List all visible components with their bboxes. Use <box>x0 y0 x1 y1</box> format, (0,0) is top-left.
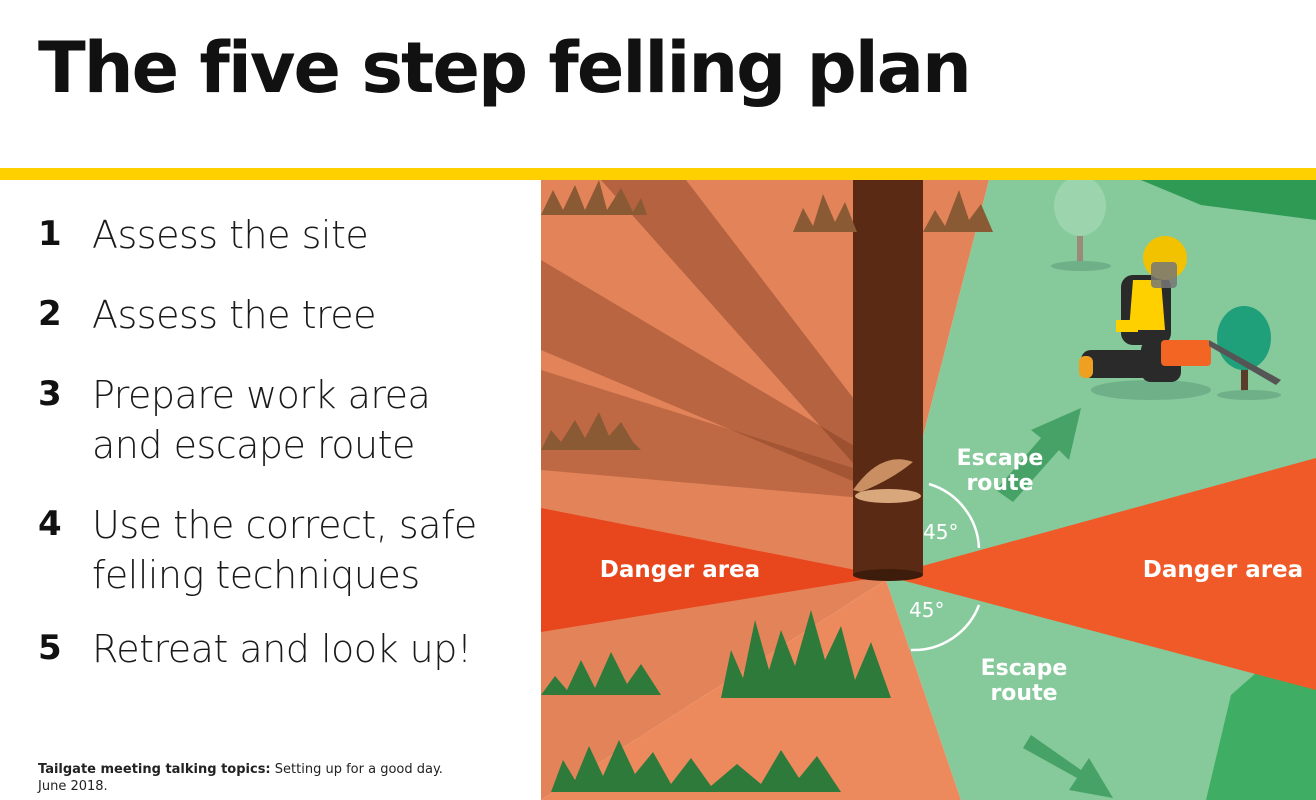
step-number: 3 <box>38 374 62 414</box>
footer-bold: Tailgate meeting talking topics: <box>38 762 271 777</box>
grass-tuft-1 <box>541 180 647 215</box>
tree-small-1-stem <box>1077 218 1083 266</box>
escape-route-upper-line2: route <box>966 471 1034 496</box>
danger-wedge-left <box>541 508 886 632</box>
escape-route-lower-label: Escape route <box>969 656 1079 706</box>
step-line: Assess the tree <box>92 293 377 337</box>
danger-area-right-label: Danger area <box>1142 557 1304 583</box>
step-text: Assess the site <box>92 210 369 260</box>
footer-date: June 2018. <box>38 779 108 794</box>
fall-shadow-2 <box>541 260 903 495</box>
step-number: 5 <box>38 628 62 668</box>
escape-arrow-upper <box>996 408 1081 502</box>
tree-trunk <box>853 180 923 575</box>
escape-route-upper-line1: Escape <box>956 446 1044 471</box>
danger-wedge-right <box>886 458 1316 690</box>
step-line: and escape route <box>92 423 415 467</box>
grass-tuft-6 <box>541 652 661 695</box>
grass-tuft-3 <box>923 190 993 232</box>
felling-scene-svg <box>541 180 1316 800</box>
tree-small-2-stem <box>1241 352 1248 396</box>
grass-tuft-4 <box>541 412 641 450</box>
tree-small-2-shadow <box>1217 390 1281 400</box>
step-text: Prepare work area and escape route <box>92 370 431 470</box>
footer-text: Setting up for a good day. <box>274 762 443 777</box>
step-line: Use the correct, safe <box>92 503 477 547</box>
step-text: Assess the tree <box>92 290 377 340</box>
angle-upper-label: 45° <box>923 520 959 544</box>
angle-arc-lower <box>910 604 981 652</box>
escape-arrow-lower <box>1023 735 1113 798</box>
angle-arc-upper <box>928 482 981 549</box>
footer-note: Tailgate meeting talking topics: Setting… <box>38 761 443 795</box>
dark-green-strip <box>1141 180 1316 220</box>
angle-lower-label: 45° <box>909 598 945 622</box>
step-number: 1 <box>38 214 62 254</box>
escape-zone-upper <box>886 180 1316 580</box>
danger-area-left-label: Danger area <box>599 557 761 583</box>
step-line: Retreat and look up! <box>92 627 472 671</box>
fall-shadow-3 <box>541 370 891 500</box>
grass-tuft-2 <box>793 194 857 232</box>
grass-tuft-7 <box>551 740 841 792</box>
step-line: Prepare work area <box>92 373 431 417</box>
page-title: The five step felling plan <box>38 27 972 109</box>
trunk-base-shadow <box>853 569 923 581</box>
yellow-divider <box>0 168 1316 180</box>
escape-route-lower-line2: route <box>990 681 1058 706</box>
step-text: Use the correct, safe felling techniques <box>92 500 477 600</box>
step-number: 2 <box>38 294 62 334</box>
worker-figure <box>1079 236 1281 400</box>
escape-route-upper-label: Escape route <box>945 446 1055 496</box>
trunk-cut-wedge <box>853 459 913 492</box>
grass-tuft-5 <box>721 610 891 698</box>
escape-route-lower-line1: Escape <box>980 656 1068 681</box>
step-text: Retreat and look up! <box>92 624 472 674</box>
tree-small-1-canopy <box>1054 180 1106 236</box>
trunk-cut-top <box>855 489 921 503</box>
step-line: Assess the site <box>92 213 369 257</box>
felling-illustration: Danger area Danger area Escape route Esc… <box>541 180 1316 800</box>
tree-small-1-shadow <box>1051 261 1111 271</box>
step-line: felling techniques <box>92 553 420 597</box>
fall-shadow-1 <box>601 180 916 500</box>
step-number: 4 <box>38 504 62 544</box>
